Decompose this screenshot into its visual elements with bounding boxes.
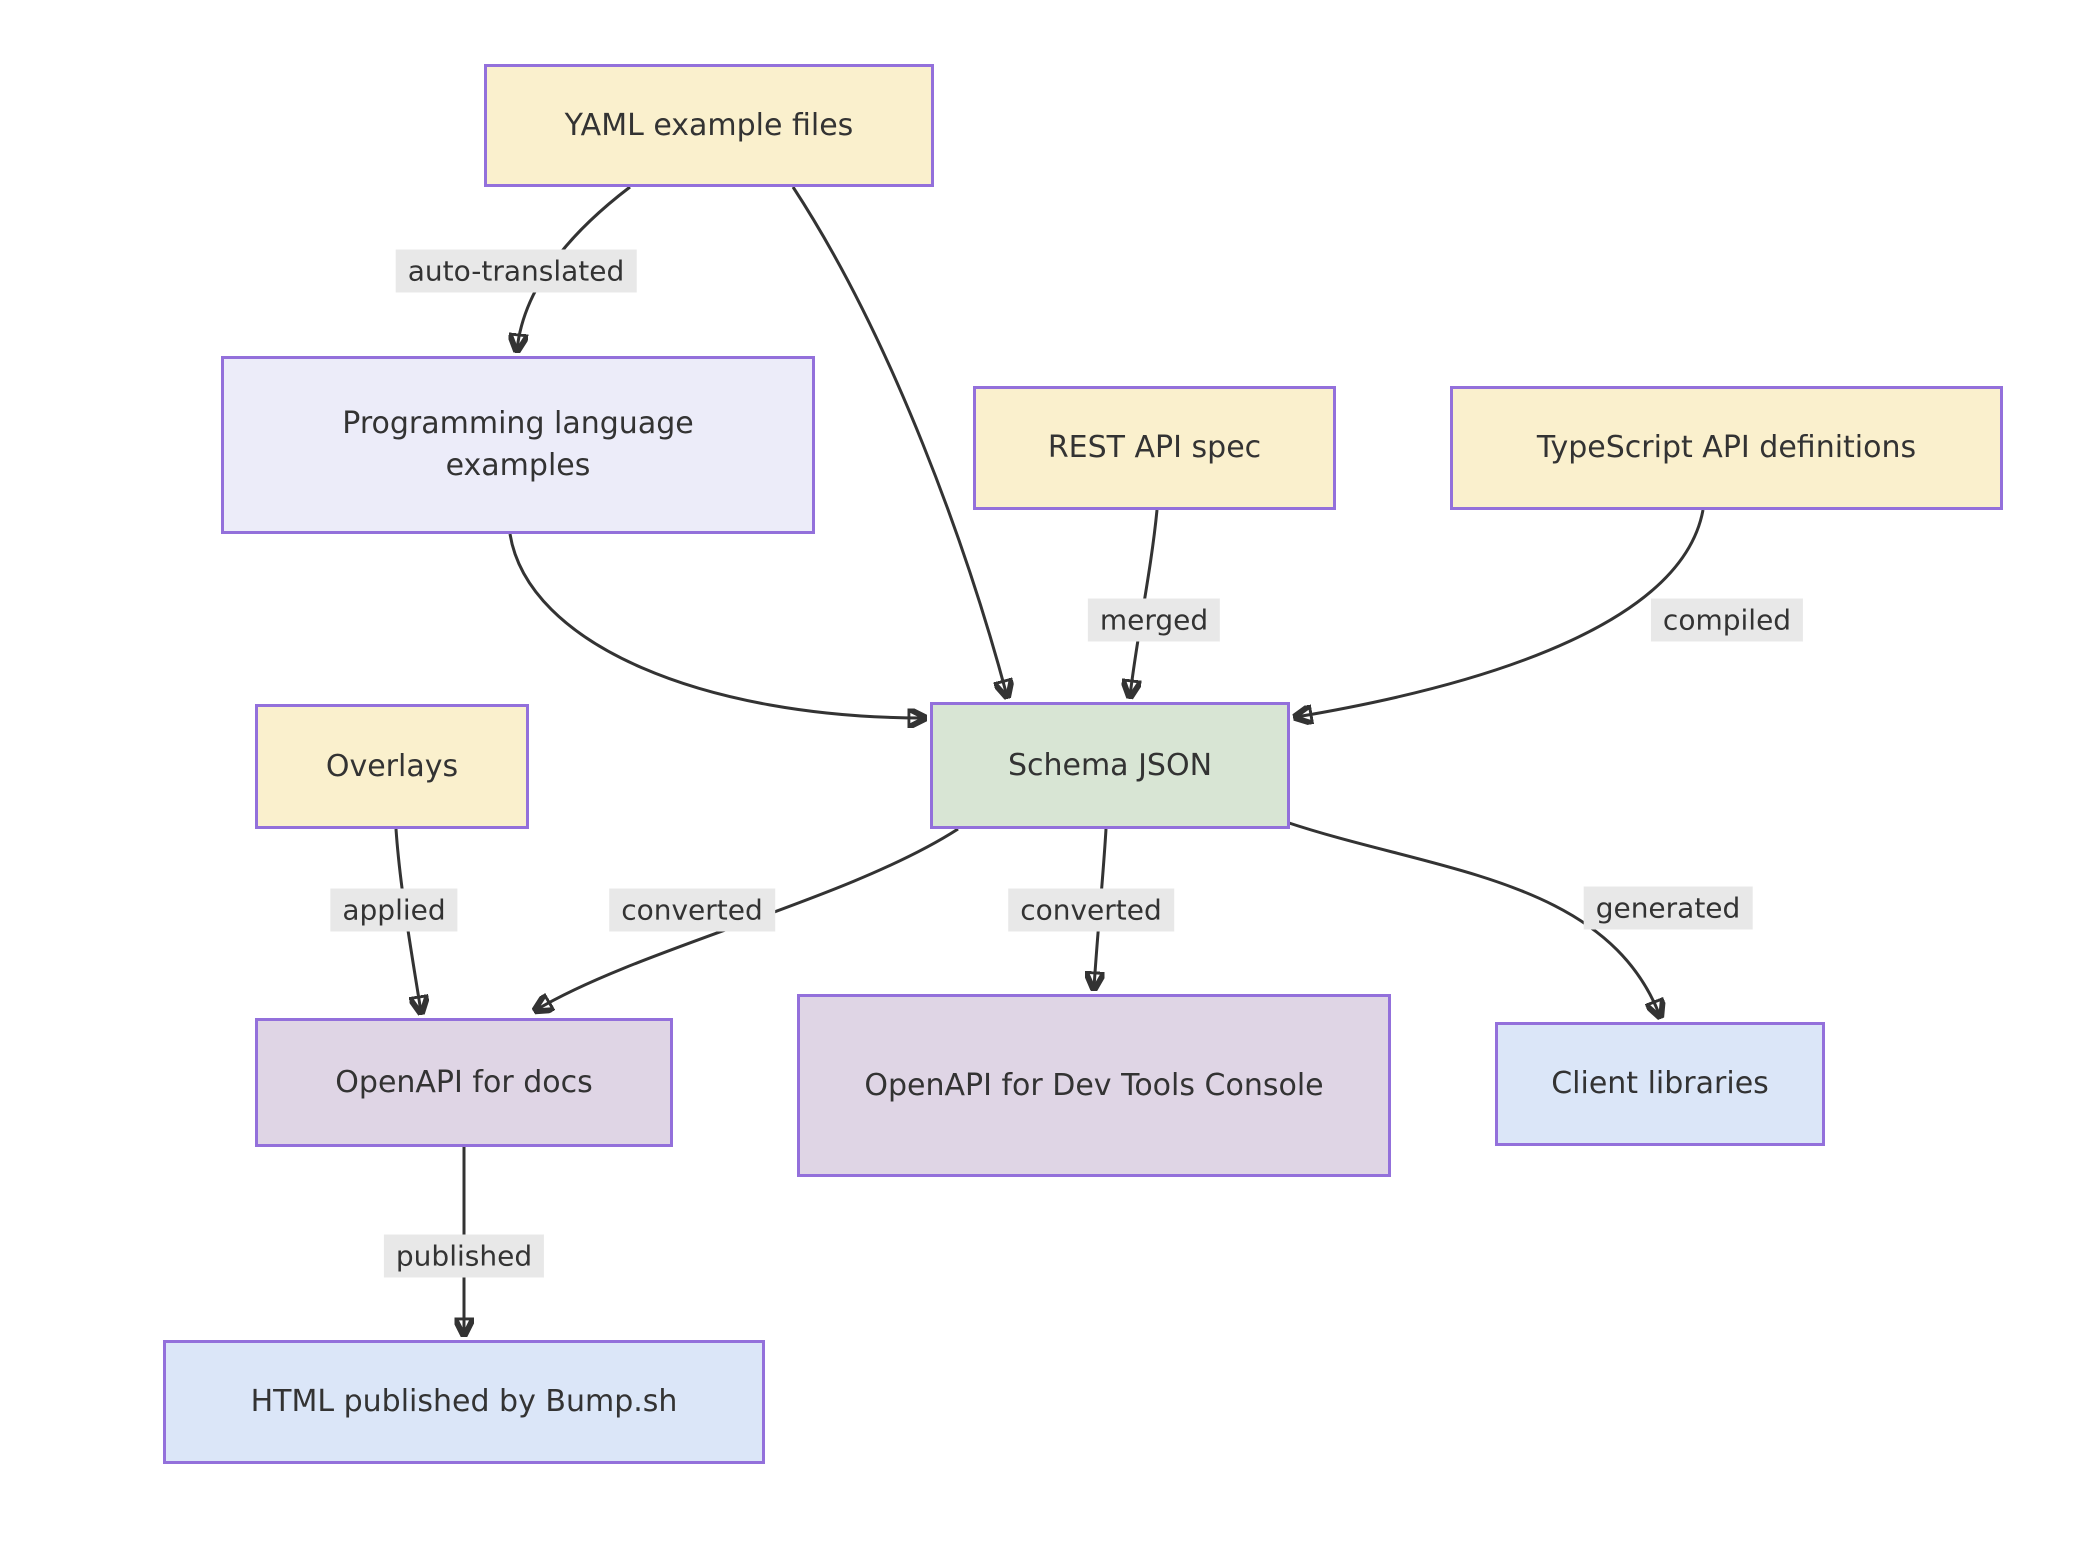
node-programming-language-examples: Programming language examples (221, 356, 815, 534)
node-label: YAML example files (564, 107, 854, 143)
node-label: HTML published by Bump.sh (250, 1384, 678, 1419)
node-openapi-for-dev-tools-console: OpenAPI for Dev Tools Console (797, 994, 1391, 1177)
node-typescript-api-definitions: TypeScript API definitions (1450, 386, 2003, 510)
edge-prog-to-schema (508, 533, 924, 718)
edge-label-generated: generated (1583, 886, 1753, 930)
edge-ts-to-schema (1296, 509, 1705, 717)
edge-schema-to-client (1285, 820, 1660, 1016)
node-label: TypeScript API definitions (1536, 430, 1917, 465)
node-html-published-by-bumpsh: HTML published by Bump.sh (163, 1340, 765, 1464)
edge-label-applied: applied (330, 888, 458, 932)
edge-label-auto-translated: auto-translated (395, 249, 637, 293)
node-yaml-example-files: YAML example files (484, 64, 934, 187)
edge-label-converted-docs: converted (609, 888, 775, 932)
edge-yaml-to-schema (791, 186, 1007, 696)
node-openapi-for-docs: OpenAPI for docs (255, 1018, 673, 1147)
node-label: REST API spec (1047, 430, 1262, 465)
edge-label-published: published (383, 1234, 545, 1278)
node-label: OpenAPI for docs (335, 1064, 593, 1100)
edge-label-compiled: compiled (1650, 598, 1804, 642)
node-schema-json: Schema JSON (930, 702, 1290, 829)
node-rest-api-spec: REST API spec (973, 386, 1336, 510)
node-label: Programming language examples (342, 406, 694, 483)
node-overlays: Overlays (255, 704, 529, 829)
node-label: Client libraries (1551, 1066, 1769, 1101)
node-label: OpenAPI for Dev Tools Console (864, 1067, 1324, 1103)
edge-label-converted-devtools: converted (1008, 888, 1174, 932)
node-client-libraries: Client libraries (1495, 1022, 1825, 1146)
node-label: Overlays (325, 748, 459, 784)
node-label: Schema JSON (1007, 747, 1213, 783)
edge-label-merged: merged (1087, 598, 1221, 642)
